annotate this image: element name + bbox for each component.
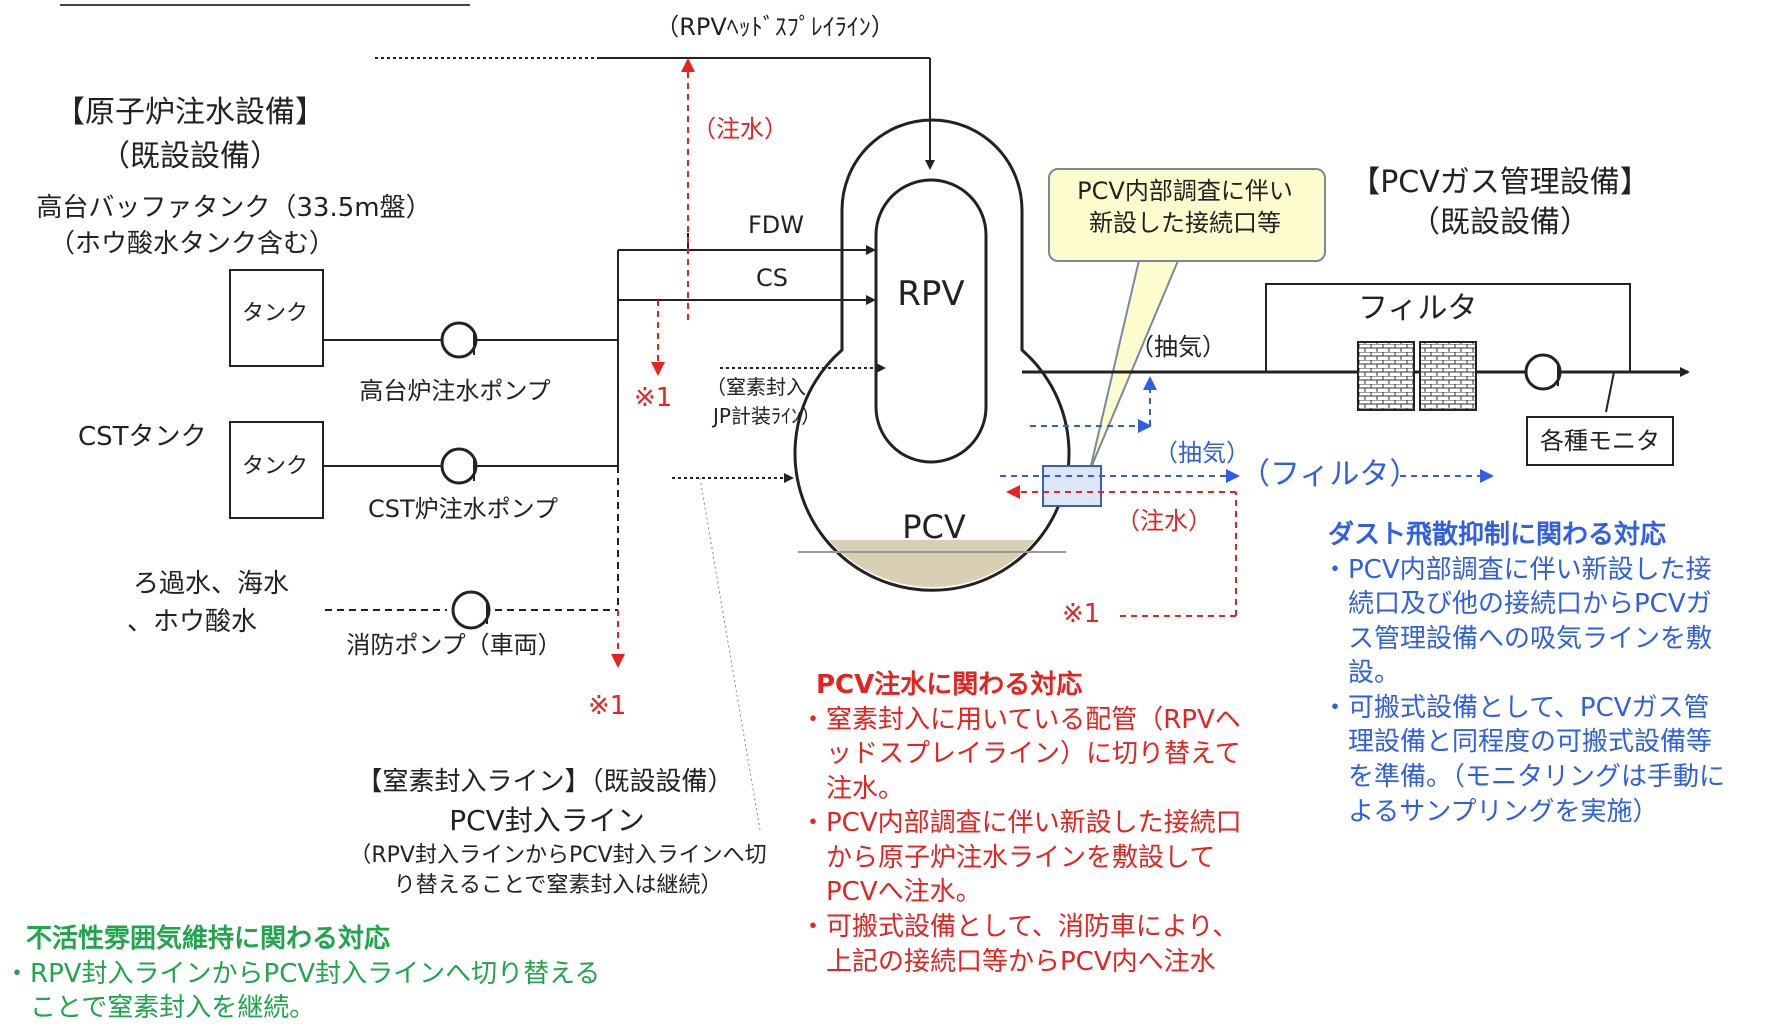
filter-unit-1: [1357, 341, 1415, 411]
pcv-line-label: PCV封入ライン: [449, 804, 645, 837]
injection-measures: PCV注水に関わる対応 窒素封入に用いている配管（RPVヘ ッドスプレイライン）…: [800, 668, 1306, 979]
dust-title: ダスト飛散抑制に関わる対応: [1328, 520, 1667, 550]
new-connection-callout: [1048, 168, 1326, 262]
gas-equip-title: 【PCVガス管理設備】: [1350, 165, 1650, 200]
pcv-line-note-2: り替えることで窒素封入は継続）: [393, 873, 723, 898]
inert-atmosphere-measures: 不活性雰囲気維持に関わる対応 RPV封入ラインからPCV封入ラインへ切り替える …: [4, 922, 730, 1026]
nitrogen-line-title: 【窒素封入ライン】（既設設備）: [356, 767, 734, 797]
buffer-tank-label: 高台バッファタンク（33.5m盤）: [36, 193, 432, 223]
dust-item-1-line: ス管理設備への吸気ラインを敷: [1348, 623, 1713, 654]
injection-item-1: 窒素封入に用いている配管（RPVヘ ッドスプレイライン）に切り替えて 注水。: [800, 703, 1306, 807]
monitors-label: 各種モニタ: [1540, 427, 1660, 455]
gas-pump-symbol: [1524, 353, 1562, 391]
injection-item-1-line: ッドスプレイライン）に切り替えて: [826, 739, 1241, 770]
fdw-label: FDW: [748, 211, 805, 239]
pcv-line-note-1: （RPV封入ラインからPCV封入ラインへ切: [349, 843, 767, 868]
dust-item-1-line: 設。: [1348, 658, 1401, 689]
gas-extraction-line: [1022, 283, 1690, 413]
filter-label-blue: （フィルタ）: [1240, 457, 1420, 492]
buffer-tank-text: タンク: [241, 301, 309, 326]
red-injection-arrows: [611, 58, 695, 668]
highland-pump-label: 高台炉注水ポンプ: [359, 377, 551, 405]
injection-item-2: PCV内部調査に伴い新設した接続口 から原子炉注水ラインを敷設して PCVへ注水…: [800, 806, 1306, 910]
water-sources-label-2: 、ホウ酸水: [127, 607, 258, 637]
head-spray-line: [375, 57, 935, 170]
inert-title: 不活性雰囲気維持に関わる対応: [26, 924, 391, 954]
buffer-tank-box: [229, 269, 324, 367]
dust-item-1-line: 続口及び他の接続口からPCVガ: [1348, 589, 1712, 620]
rpv-label: RPV: [897, 274, 965, 314]
fire-pump-symbol: [451, 590, 491, 630]
nitrogen-jp-label-1: （窒素封入: [706, 375, 806, 399]
ref-mark-1: ※1: [634, 383, 673, 413]
monitors-box: [1526, 416, 1674, 466]
cst-tank-label: CSTタンク: [78, 422, 207, 452]
injection-item-3: 可搬式設備として、消防車により、 上記の接続口等からPCV内へ注水: [800, 910, 1306, 979]
dust-item-2-line: よるサンプリングを実施）: [1348, 796, 1659, 827]
dust-item-1: PCV内部調査に伴い新設した接 続口及び他の接続口からPCVガ ス管理設備への吸…: [1322, 553, 1778, 691]
callout-text-2: 新設した接続口等: [1089, 209, 1281, 237]
gas-equip-sub: （既設設備）: [1410, 205, 1590, 240]
cst-tank-box: [229, 421, 324, 519]
dust-item-2-line: 可搬式設備として、PCVガス管: [1348, 692, 1710, 723]
filter-label: フィルタ: [1358, 291, 1478, 326]
reactor-equip-sub: （既設設備）: [100, 139, 280, 174]
inert-item-1: RPV封入ラインからPCV封入ラインへ切り替える ことで窒素封入を継続。: [4, 957, 730, 1026]
head-spray-line-label: （RPVﾍｯﾄﾞｽﾌﾟﾚｲﾗｲﾝ）: [655, 13, 895, 41]
dust-item-2-line: を準備。（モニタリングは手動に: [1348, 762, 1726, 793]
boric-tank-label: （ホウ酸水タンク含む）: [48, 229, 336, 259]
injection-label-right: （注水）: [1116, 507, 1212, 535]
connection-port: [1042, 465, 1102, 507]
inert-item-1-line: ことで窒素封入を継続。: [30, 993, 316, 1024]
red-injection-right: [1006, 485, 1237, 617]
dust-measures: ダスト飛散抑制に関わる対応 PCV内部調査に伴い新設した接 続口及び他の接続口か…: [1322, 518, 1778, 829]
injection-item-3-line: 可搬式設備として、消防車により、: [826, 912, 1239, 943]
reactor-equip-title: 【原子炉注水設備】: [55, 95, 325, 130]
cst-pump-label: CST炉注水ポンプ: [368, 495, 558, 523]
injection-item-1-line: 窒素封入に用いている配管（RPVヘ: [826, 704, 1241, 735]
highland-pump-symbol: [440, 321, 478, 359]
filter-unit-2: [1419, 341, 1477, 411]
injection-item-1-line: 注水。: [826, 773, 905, 804]
inert-item-1-line: RPV封入ラインからPCV封入ラインへ切り替える: [30, 958, 601, 989]
extract-label-black: （抽気）: [1130, 333, 1226, 361]
injection-title: PCV注水に関わる対応: [816, 670, 1083, 700]
extract-label-blue: （抽気）: [1154, 439, 1250, 467]
rpv-vessel: [874, 178, 988, 464]
injection-label-top: （注水）: [692, 115, 788, 143]
injection-item-2-line: PCVへ注水。: [826, 877, 982, 908]
dust-item-2: 可搬式設備として、PCVガス管 理設備と同程度の可搬式設備等 を準備。（モニタリ…: [1322, 691, 1778, 829]
dust-item-1-line: PCV内部調査に伴い新設した接: [1348, 554, 1712, 585]
fire-pump-label: 消防ポンプ（車両）: [346, 631, 562, 659]
injection-item-2-line: PCV内部調査に伴い新設した接続口: [826, 808, 1242, 839]
cst-tank-text: タンク: [241, 454, 309, 479]
cs-label: CS: [756, 264, 788, 292]
nitrogen-jp-label-2: JP計装ﾗｲﾝ）: [713, 404, 821, 428]
injection-item-2-line: から原子炉注水ラインを敷設して: [826, 842, 1216, 873]
ref-mark-3: ※1: [1062, 599, 1101, 629]
callout-text-1: PCV内部調査に伴い: [1077, 177, 1293, 205]
dust-item-2-line: 理設備と同程度の可搬式設備等: [1348, 727, 1713, 758]
callout-pointer: [1089, 255, 1182, 471]
water-sources-label-1: ろ過水、海水: [133, 569, 290, 599]
blue-extraction-arrows: [1000, 376, 1494, 483]
injection-item-3-line: 上記の接続口等からPCV内へ注水: [826, 946, 1216, 977]
cst-pump-symbol: [440, 447, 478, 485]
pcv-label: PCV: [902, 508, 966, 546]
ref-mark-2: ※1: [588, 691, 627, 721]
